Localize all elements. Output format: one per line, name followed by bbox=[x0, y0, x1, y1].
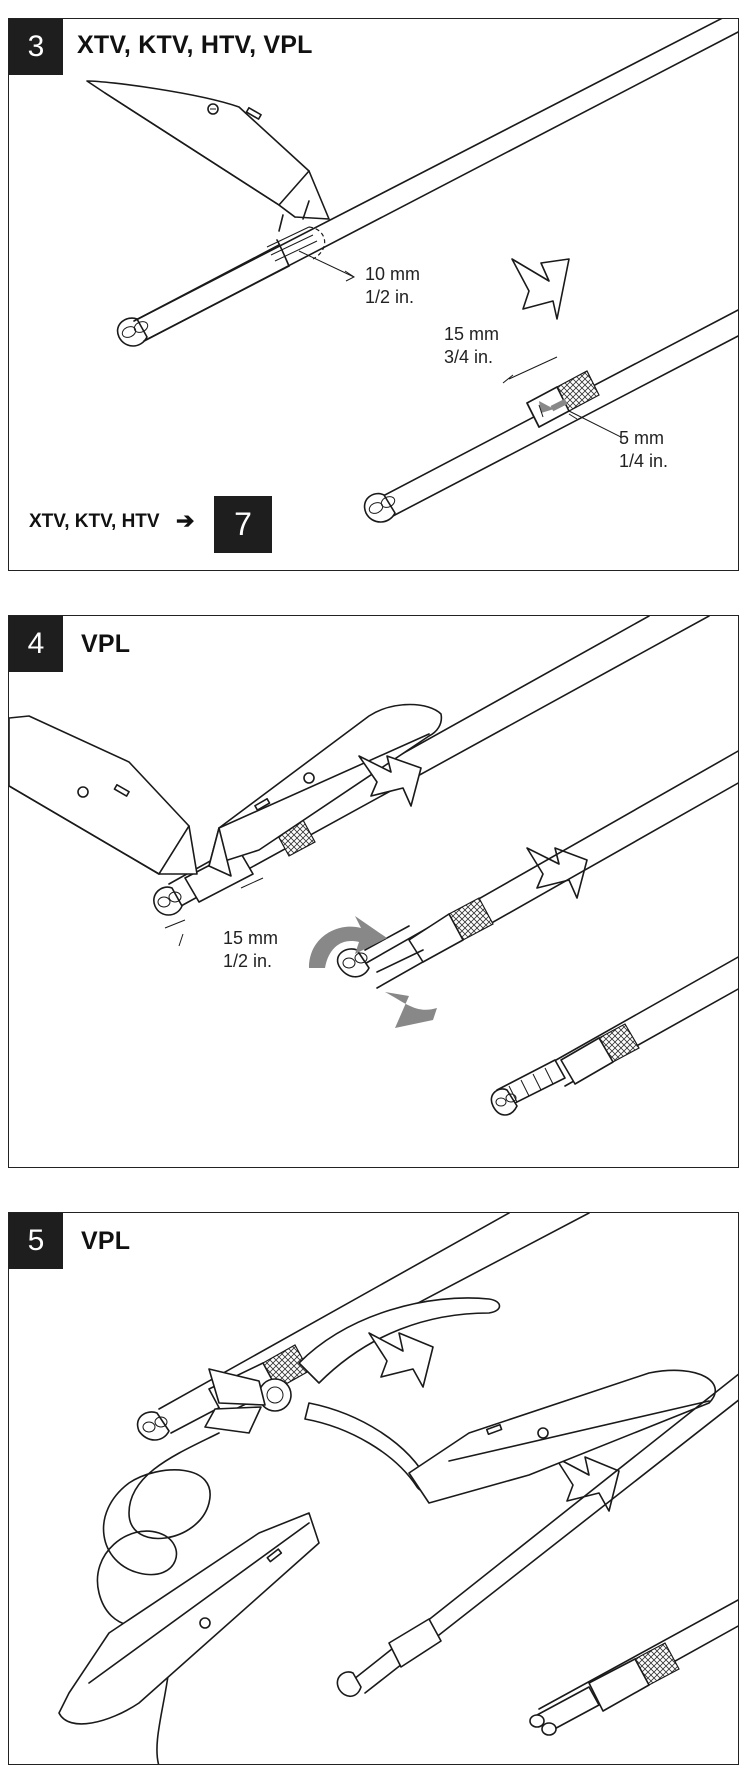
direction-arrow-icon bbox=[554, 1456, 620, 1512]
rotate-arrow-icon bbox=[385, 992, 437, 1028]
dimension-label-15mm: 15 mm 1/2 in. bbox=[223, 927, 278, 973]
rotate-arrow-icon bbox=[309, 916, 387, 968]
lower-heating-cable bbox=[363, 309, 738, 523]
step-title: VPL bbox=[81, 630, 131, 658]
skip-to-step-badge[interactable]: 7 bbox=[214, 496, 272, 553]
step-3-panel: 3 XTV, KTV, HTV, VPL 10 mm 1/2 in. 15 mm… bbox=[8, 18, 739, 571]
dimension-metric: 10 mm bbox=[365, 264, 421, 284]
direction-arrow-icon bbox=[368, 1332, 434, 1388]
dimension-metric: 15 mm bbox=[223, 928, 279, 948]
dimension-label-15mm: 15 mm 3/4 in. bbox=[444, 323, 499, 369]
upper-heating-cable bbox=[116, 19, 738, 347]
step-number-badge: 3 bbox=[9, 19, 63, 75]
vpl-cable-lower bbox=[529, 1599, 738, 1736]
step-5-illustration bbox=[58, 1213, 738, 1764]
step-4-illustration bbox=[9, 616, 738, 1116]
vpl-cable-middle bbox=[336, 1373, 738, 1698]
dimension-imperial: 1/2 in. bbox=[365, 287, 415, 307]
vpl-cable-twisted bbox=[490, 956, 738, 1116]
step-number-badge: 4 bbox=[9, 616, 63, 672]
arrow-right-icon: ➔ bbox=[176, 508, 195, 533]
utility-knife-left bbox=[58, 1512, 320, 1725]
dimension-label-5mm: 5 mm 1/4 in. bbox=[619, 427, 668, 473]
utility-knife-right bbox=[208, 703, 443, 877]
utility-knife bbox=[86, 80, 330, 232]
direction-arrow-icon bbox=[526, 847, 588, 899]
step-number-badge: 5 bbox=[9, 1213, 63, 1269]
dimension-label-10mm: 10 mm 1/2 in. bbox=[365, 263, 420, 309]
step-title: XTV, KTV, HTV, VPL bbox=[77, 31, 313, 59]
wire-strippers-icon bbox=[204, 1297, 501, 1493]
step-title: VPL bbox=[81, 1227, 131, 1255]
dimension-metric: 5 mm bbox=[619, 428, 664, 448]
dimension-metric: 15 mm bbox=[444, 324, 500, 344]
dimension-imperial: 1/4 in. bbox=[619, 451, 669, 471]
direction-arrow-icon bbox=[358, 755, 422, 807]
utility-knife-left bbox=[9, 715, 198, 875]
direction-arrow-icon bbox=[511, 258, 570, 320]
dimension-imperial: 1/2 in. bbox=[223, 951, 273, 971]
dimension-imperial: 3/4 in. bbox=[444, 347, 494, 367]
step-5-panel: 5 VPL bbox=[8, 1212, 739, 1765]
utility-knife-right bbox=[408, 1369, 716, 1504]
step-4-panel: 4 VPL 15 mm 1/2 in. bbox=[8, 615, 739, 1168]
vpl-cable-stripped bbox=[309, 750, 738, 1028]
vpl-cable-main bbox=[153, 616, 710, 916]
skip-reference-text: XTV, KTV, HTV bbox=[29, 511, 160, 532]
step-3-illustration bbox=[86, 19, 738, 523]
